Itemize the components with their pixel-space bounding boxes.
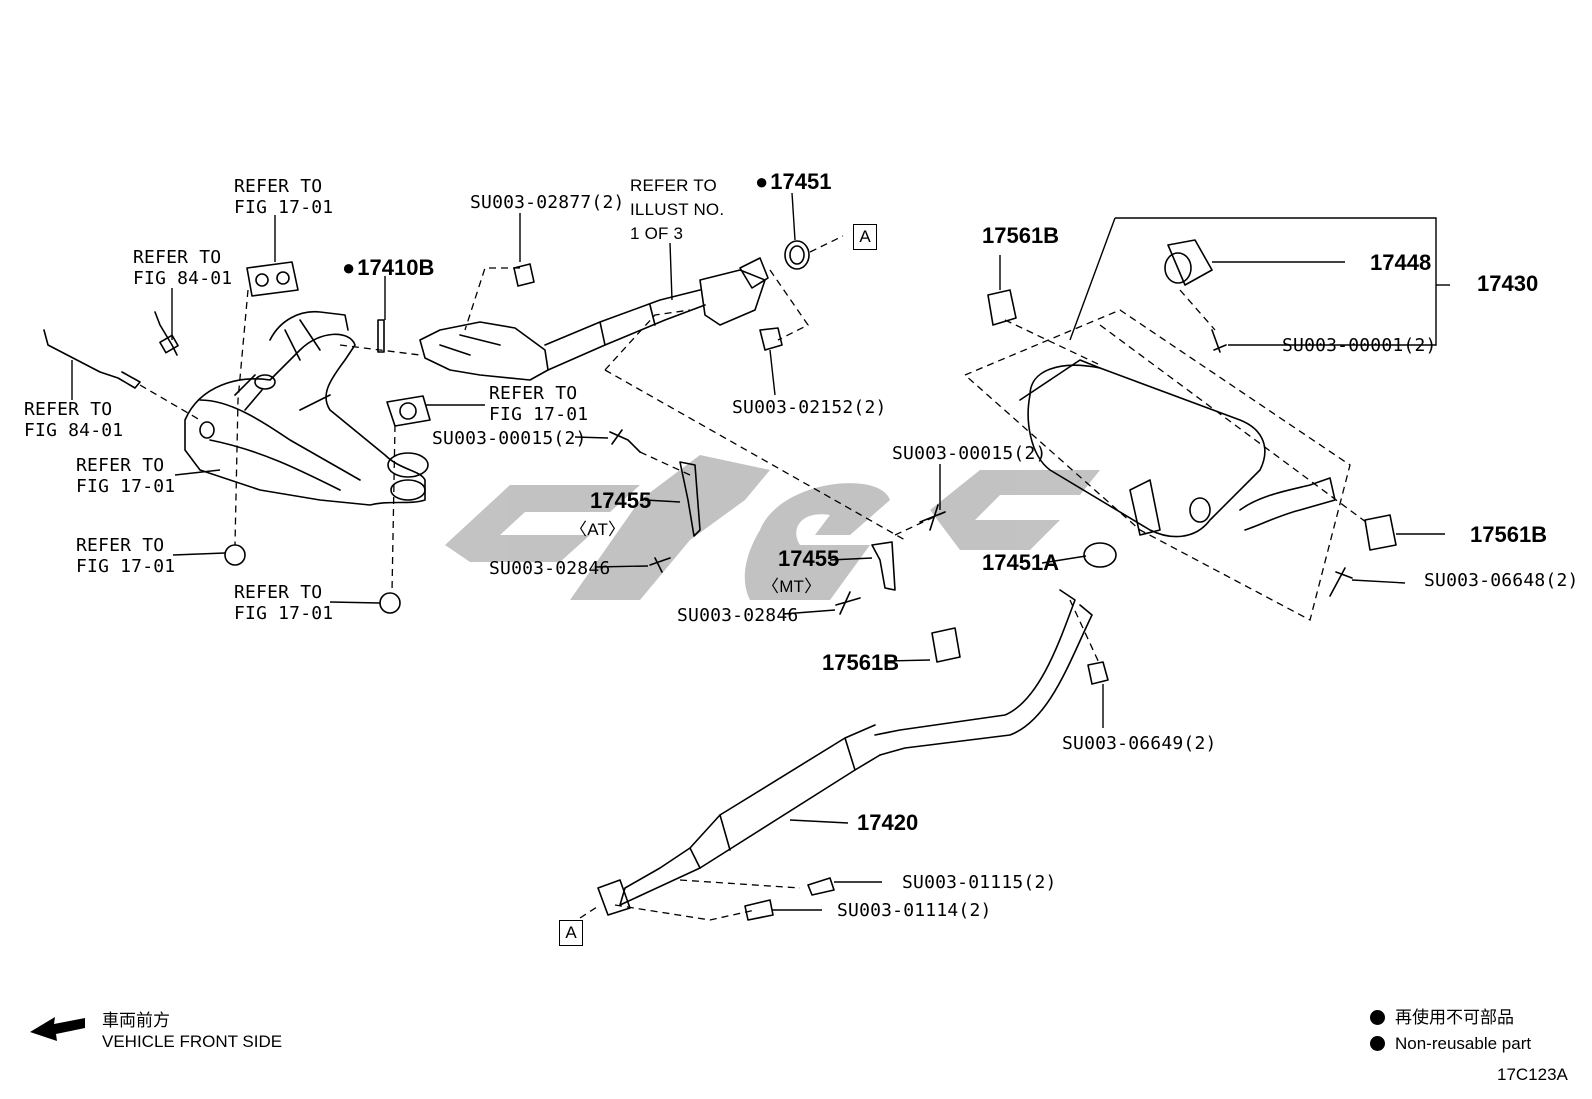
gasket-17451 <box>784 240 810 270</box>
bracket-17455-at <box>679 461 701 537</box>
bolt-su00001 <box>1211 329 1227 353</box>
fastener-su003-06649: SU003-06649(2) <box>1062 733 1217 754</box>
fastener-su003-00001: SU003-00001(2) <box>1282 335 1437 356</box>
fastener-su003-02846-left: SU003-02846 <box>489 558 611 579</box>
nut-left-2 <box>379 592 401 614</box>
nut-su02877 <box>513 263 535 287</box>
nut-su02152 <box>759 327 783 351</box>
manifold-gasket-mid <box>386 395 431 427</box>
fastener-su003-00015-right: SU003-00015(2) <box>892 443 1047 464</box>
connector-mark-a-bottom: A <box>559 920 583 946</box>
stud-su01114 <box>744 899 774 921</box>
fastener-su003-02877: SU003-02877(2) <box>470 192 625 213</box>
stud-17410B <box>377 319 385 353</box>
label-mt: 〈MT〉 <box>762 577 822 596</box>
bolt-su02846-right <box>835 591 861 615</box>
front-catalytic-converter <box>419 257 769 381</box>
mount-17561B-top <box>987 289 1017 326</box>
bolt-su00015-left <box>609 429 641 453</box>
fastener-su003-01115: SU003-01115(2) <box>902 872 1057 893</box>
part-17448: 17448 <box>1370 250 1432 275</box>
fastener-su003-00015-left: SU003-00015(2) <box>432 428 587 449</box>
connector-mark-a-top: A <box>853 224 877 250</box>
bullet-icon <box>1370 1010 1385 1025</box>
center-pipe-17420 <box>597 589 1093 916</box>
part-17451A: 17451A <box>982 550 1060 575</box>
label-at: 〈AT〉 <box>570 520 626 539</box>
fastener-su003-02846-right: SU003-02846 <box>677 605 799 626</box>
bolt-su06648 <box>1329 567 1353 597</box>
manifold-gasket-top <box>246 261 299 297</box>
exhaust-manifold <box>184 310 429 506</box>
legend-jp: 再使用不可部品 <box>1395 1008 1514 1027</box>
bullet-icon <box>1370 1036 1385 1051</box>
fastener-su003-02152: SU003-02152(2) <box>732 397 887 418</box>
vehicle-front-arrow <box>30 1017 85 1041</box>
bracket-17455-mt <box>871 541 896 591</box>
part-17451: 17451 <box>755 171 831 193</box>
vehicle-front-label: 車両前方 VEHICLE FRONT SIDE <box>102 1010 282 1052</box>
part-17561B-mid: 17561B <box>822 650 900 675</box>
part-17420: 17420 <box>857 810 919 835</box>
part-17561B-top: 17561B <box>982 223 1060 248</box>
bolt-su01115 <box>807 877 835 896</box>
vehicle-front-en: VEHICLE FRONT SIDE <box>102 1032 283 1051</box>
tail-tip-17448 <box>1164 239 1213 286</box>
fastener-su003-06648: SU003-06648(2) <box>1424 570 1579 591</box>
part-17455-mt: 17455 <box>778 546 840 571</box>
vehicle-front-jp: 車両前方 <box>102 1011 170 1030</box>
part-17430: 17430 <box>1477 271 1539 296</box>
gasket-17451A <box>1083 542 1117 568</box>
mount-17561B-mid <box>931 627 961 663</box>
part-17561B-right: 17561B <box>1470 522 1548 547</box>
nut-left-1 <box>224 544 246 566</box>
fastener-su003-01114: SU003-01114(2) <box>837 900 992 921</box>
oxygen-sensor-1 <box>43 329 141 389</box>
part-17455-at: 17455 <box>590 488 652 513</box>
mount-17561B-right <box>1364 514 1397 551</box>
watermark <box>445 455 1100 600</box>
bolt-su02846-left <box>649 557 671 573</box>
part-17410B: 17410B <box>342 257 434 279</box>
figure-code: 17C123A <box>1497 1065 1568 1084</box>
main-muffler-17430 <box>1019 359 1336 538</box>
nut-su06649 <box>1087 661 1109 685</box>
legend-en: Non-reusable part <box>1395 1034 1532 1053</box>
legend: 再使用不可部品 Non-reusable part <box>1370 1005 1531 1057</box>
